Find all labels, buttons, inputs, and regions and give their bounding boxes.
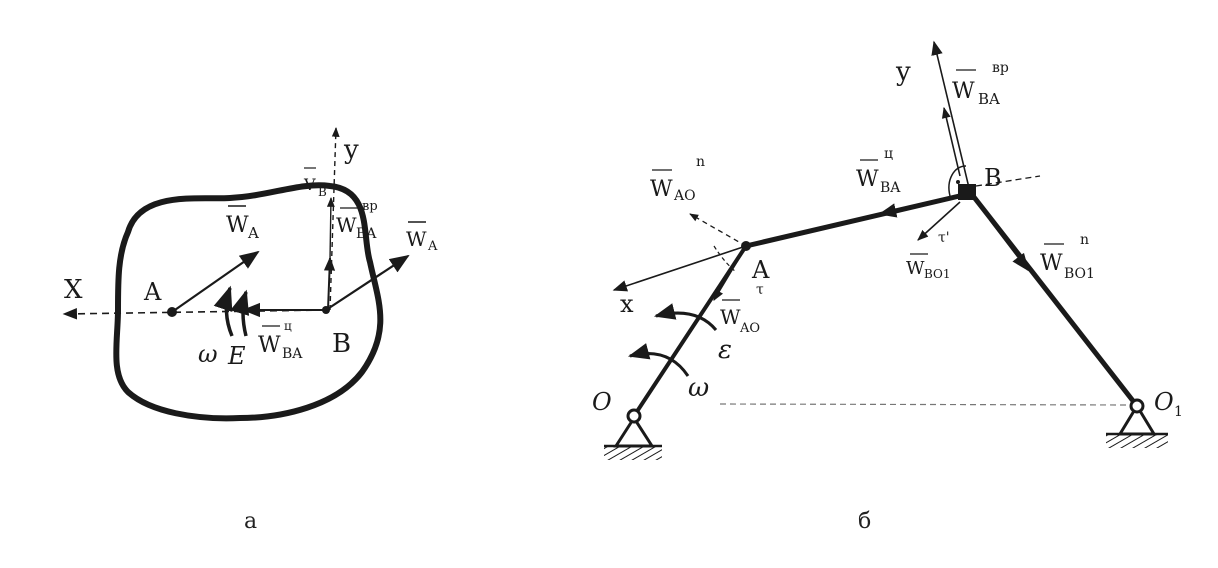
wa-label-right: W A [406, 221, 438, 254]
x-axis-label: x [620, 290, 634, 318]
joint-o1 [1129, 398, 1145, 414]
wa-vector-at-a [171, 250, 260, 313]
support-o1 [1106, 403, 1168, 448]
support-o [604, 415, 662, 460]
svg-text:вр: вр [362, 199, 378, 214]
right-angle-mark [948, 165, 967, 197]
wba-c-vector [878, 195, 961, 218]
svg-text:W: W [1040, 251, 1063, 276]
svg-text:BA: BA [880, 180, 901, 196]
svg-text:B: B [318, 185, 327, 199]
svg-text:AO: AO [673, 188, 696, 204]
svg-text:n: n [696, 154, 705, 170]
y-axis-label: y [343, 135, 359, 165]
figure-b-caption: б [858, 509, 871, 534]
svg-text:BA: BA [282, 346, 303, 362]
vb-label: V B [303, 167, 327, 199]
svg-text:BA: BA [978, 90, 1000, 108]
figure-b: x y A B O O 1 W AO n W AO τ [592, 40, 1183, 534]
wao-tau-vector [713, 249, 745, 301]
omega-arc [627, 343, 690, 377]
wa-label-top: W A [226, 205, 259, 242]
svg-text:τ: τ [756, 282, 764, 298]
epsilon-label: ε [718, 335, 732, 365]
y-axis-line [931, 40, 971, 193]
svg-text:AO: AO [739, 321, 760, 336]
svg-text:W: W [952, 79, 975, 104]
wba-vr-label: W BA вр [952, 60, 1009, 108]
svg-text:A: A [427, 239, 438, 254]
epsilon-label: E [227, 342, 246, 370]
epsilon-arc [653, 303, 718, 331]
svg-text:τ': τ' [938, 230, 950, 246]
svg-text:вр: вр [992, 60, 1009, 76]
svg-text:ц: ц [284, 319, 292, 333]
svg-text:W: W [406, 227, 427, 251]
svg-text:O: O [1154, 388, 1174, 416]
wbo1-n-vector [989, 219, 1030, 272]
svg-text:W: W [226, 213, 249, 238]
svg-text:1: 1 [1174, 404, 1183, 420]
svg-text:W: W [720, 305, 741, 329]
wba-vr-vector [941, 106, 961, 177]
figure-a: X y A B W A W A V B [62, 127, 438, 534]
point-o1-label: O 1 [1154, 388, 1183, 420]
svg-text:W: W [856, 167, 879, 192]
vb-vector [326, 197, 335, 261]
svg-text:W: W [650, 177, 673, 202]
ground-baseline [719, 403, 1131, 406]
wa-vector-at-b [325, 254, 410, 311]
wba-vr-vector [323, 256, 336, 311]
svg-text:ц: ц [884, 146, 893, 162]
svg-text:n: n [1080, 232, 1089, 248]
wba-vr-label: W BA вр [336, 199, 378, 242]
point-a-label: A [143, 278, 162, 306]
omega-arc [213, 285, 234, 337]
omega-label: ω [688, 373, 709, 403]
wao-tau-label: W AO τ [720, 282, 764, 336]
svg-text:W: W [906, 258, 925, 279]
point-b-label: B [984, 164, 1002, 192]
omega-label: ω [198, 340, 218, 368]
rigid-body-outline [113, 182, 384, 422]
wao-dash-fan [713, 245, 737, 273]
wbo1-tau-label: W BO1 τ' [906, 230, 951, 281]
point-o-label: O [592, 388, 612, 416]
y-axis-label: y [895, 57, 911, 87]
svg-text:BA: BA [356, 226, 377, 242]
svg-text:W: W [258, 333, 281, 358]
figure-a-caption: а [244, 509, 257, 534]
svg-text:BO1: BO1 [924, 267, 951, 281]
svg-text:V: V [303, 175, 316, 194]
wba-c-label: W BA ц [258, 319, 303, 362]
b-extension-dashed [975, 175, 1041, 187]
epsilon-arc [230, 289, 250, 337]
svg-text:A: A [247, 224, 259, 242]
joint-o [626, 408, 642, 424]
point-b-label: B [332, 329, 351, 359]
link-bo1 [968, 190, 1139, 408]
wbo1-tau-vector [917, 201, 961, 241]
y-axis-line [329, 127, 340, 311]
wbo1-n-label: W BO1 n [1040, 232, 1095, 282]
joint-b [958, 184, 976, 200]
svg-text:BO1: BO1 [1064, 266, 1095, 282]
svg-text:W: W [336, 213, 357, 237]
link-oa [632, 244, 748, 418]
x-axis-label: X [64, 275, 83, 305]
x-axis-line [612, 245, 747, 292]
wba-c-label: W BA ц [856, 146, 901, 196]
wao-n-label: W AO n [650, 154, 705, 204]
wao-n-vector [689, 213, 747, 247]
x-axis-line [62, 308, 326, 320]
point-a-label: A [751, 256, 770, 284]
